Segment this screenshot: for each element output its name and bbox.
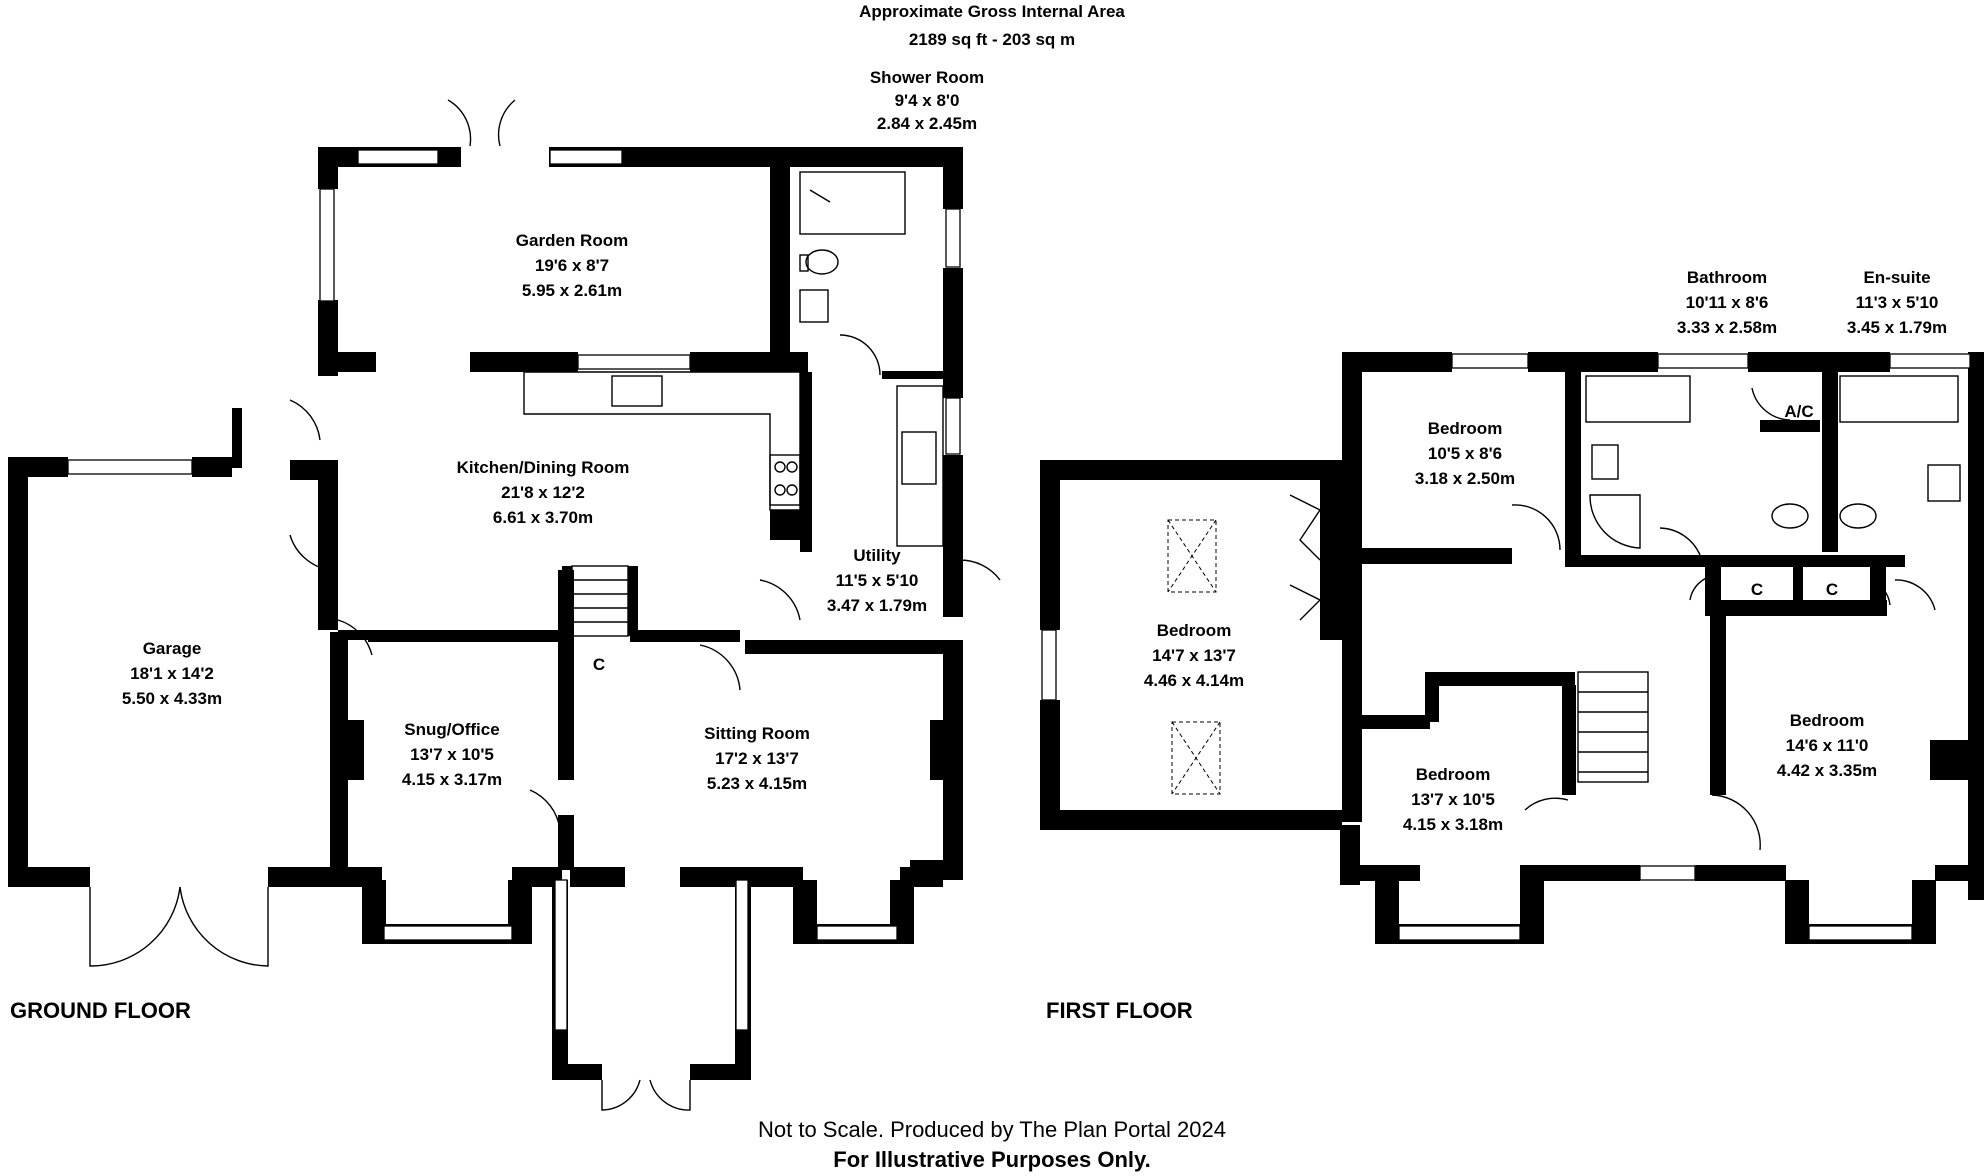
- airing-cupboard-label: A/C: [1784, 402, 1813, 421]
- room-label-shower: Shower Room 9'4 x 8'0 2.84 x 2.45m: [870, 68, 984, 133]
- room-name: Kitchen/Dining Room: [457, 458, 630, 477]
- room-size-metric: 5.50 x 4.33m: [122, 689, 222, 708]
- room-label-sitting: Sitting Room 17'2 x 13'7 5.23 x 4.15m: [704, 724, 810, 793]
- room-size-imperial: 18'1 x 14'2: [130, 664, 214, 683]
- room-size-metric: 6.61 x 3.70m: [493, 508, 593, 527]
- room-size-imperial: 14'6 x 11'0: [1786, 736, 1869, 755]
- footer-credit: Not to Scale. Produced by The Plan Porta…: [758, 1117, 1226, 1142]
- room-label-snug: Snug/Office 13'7 x 10'5 4.15 x 3.17m: [402, 720, 502, 789]
- room-name: Garage: [143, 639, 202, 658]
- footer: Not to Scale. Produced by The Plan Porta…: [758, 1117, 1226, 1172]
- room-label-bedroom-mid: Bedroom 13'7 x 10'5 4.15 x 3.18m: [1403, 765, 1503, 834]
- room-label-garden: Garden Room 19'6 x 8'7 5.95 x 2.61m: [516, 231, 628, 300]
- room-name: Shower Room: [870, 68, 984, 87]
- room-size-imperial: 10'11 x 8'6: [1686, 293, 1769, 312]
- cupboard-label: C: [1751, 580, 1763, 599]
- first-floor-label: FIRST FLOOR: [1046, 998, 1193, 1023]
- room-name: Utility: [853, 546, 901, 565]
- room-name: Sitting Room: [704, 724, 810, 743]
- footer-disclaimer: For Illustrative Purposes Only.: [833, 1147, 1150, 1172]
- room-size-metric: 5.95 x 2.61m: [522, 281, 622, 300]
- room-label-garage: Garage 18'1 x 14'2 5.50 x 4.33m: [122, 639, 222, 708]
- room-label-bedroom-top: Bedroom 10'5 x 8'6 3.18 x 2.50m: [1415, 419, 1515, 488]
- room-size-imperial: 9'4 x 8'0: [895, 91, 960, 110]
- ground-floor-label: GROUND FLOOR: [10, 998, 191, 1023]
- room-size-metric: 4.15 x 3.17m: [402, 770, 502, 789]
- room-name: Bathroom: [1687, 268, 1767, 287]
- room-name: En-suite: [1863, 268, 1930, 287]
- room-size-metric: 3.45 x 1.79m: [1847, 318, 1947, 337]
- room-size-metric: 4.42 x 3.35m: [1777, 761, 1877, 780]
- cupboard-label: C: [593, 655, 605, 674]
- room-size-imperial: 17'2 x 13'7: [715, 749, 799, 768]
- room-size-imperial: 10'5 x 8'6: [1428, 444, 1502, 463]
- header: Approximate Gross Internal Area 2189 sq …: [859, 2, 1125, 49]
- room-size-imperial: 14'7 x 13'7: [1152, 646, 1236, 665]
- room-label-utility: Utility 11'5 x 5'10 3.47 x 1.79m: [827, 546, 927, 615]
- wardrobe-label: W: [1322, 550, 1339, 569]
- room-size-imperial: 13'7 x 10'5: [1411, 790, 1495, 809]
- header-area: 2189 sq ft - 203 sq m: [909, 30, 1075, 49]
- first-floor-walls: [1040, 352, 1984, 944]
- room-size-imperial: 11'3 x 5'10: [1856, 293, 1939, 312]
- room-size-metric: 5.23 x 4.15m: [707, 774, 807, 793]
- room-label-ensuite: En-suite 11'3 x 5'10 3.45 x 1.79m: [1847, 268, 1947, 337]
- room-label-kitchen: Kitchen/Dining Room 21'8 x 12'2 6.61 x 3…: [457, 458, 630, 527]
- room-label-bedroom-right: Bedroom 14'6 x 11'0 4.42 x 3.35m: [1777, 711, 1877, 780]
- room-label-bathroom: Bathroom 10'11 x 8'6 3.33 x 2.58m: [1677, 268, 1777, 337]
- room-name: Garden Room: [516, 231, 628, 250]
- room-name: Snug/Office: [404, 720, 499, 739]
- room-name: Bedroom: [1416, 765, 1491, 784]
- room-size-imperial: 21'8 x 12'2: [501, 483, 585, 502]
- room-size-imperial: 11'5 x 5'10: [836, 571, 919, 590]
- room-size-imperial: 13'7 x 10'5: [410, 745, 494, 764]
- room-size-metric: 3.33 x 2.58m: [1677, 318, 1777, 337]
- ground-floor-walls: [8, 147, 963, 1080]
- room-name: Bedroom: [1157, 621, 1232, 640]
- ground-floor-windows: [67, 149, 961, 1031]
- room-size-imperial: 19'6 x 8'7: [535, 256, 609, 275]
- cupboard-label: C: [1826, 580, 1838, 599]
- header-title: Approximate Gross Internal Area: [859, 2, 1125, 21]
- room-size-metric: 4.15 x 3.18m: [1403, 815, 1503, 834]
- room-name: Bedroom: [1790, 711, 1865, 730]
- room-size-metric: 4.46 x 4.14m: [1144, 671, 1244, 690]
- room-name: Bedroom: [1428, 419, 1503, 438]
- room-label-bedroom-left: Bedroom 14'7 x 13'7 4.46 x 4.14m: [1144, 621, 1244, 690]
- room-size-metric: 3.18 x 2.50m: [1415, 469, 1515, 488]
- room-size-metric: 2.84 x 2.45m: [877, 114, 977, 133]
- room-size-metric: 3.47 x 1.79m: [827, 596, 927, 615]
- first-floor-fixtures: [1041, 353, 1971, 941]
- ground-floor-fixtures: [89, 99, 1001, 1111]
